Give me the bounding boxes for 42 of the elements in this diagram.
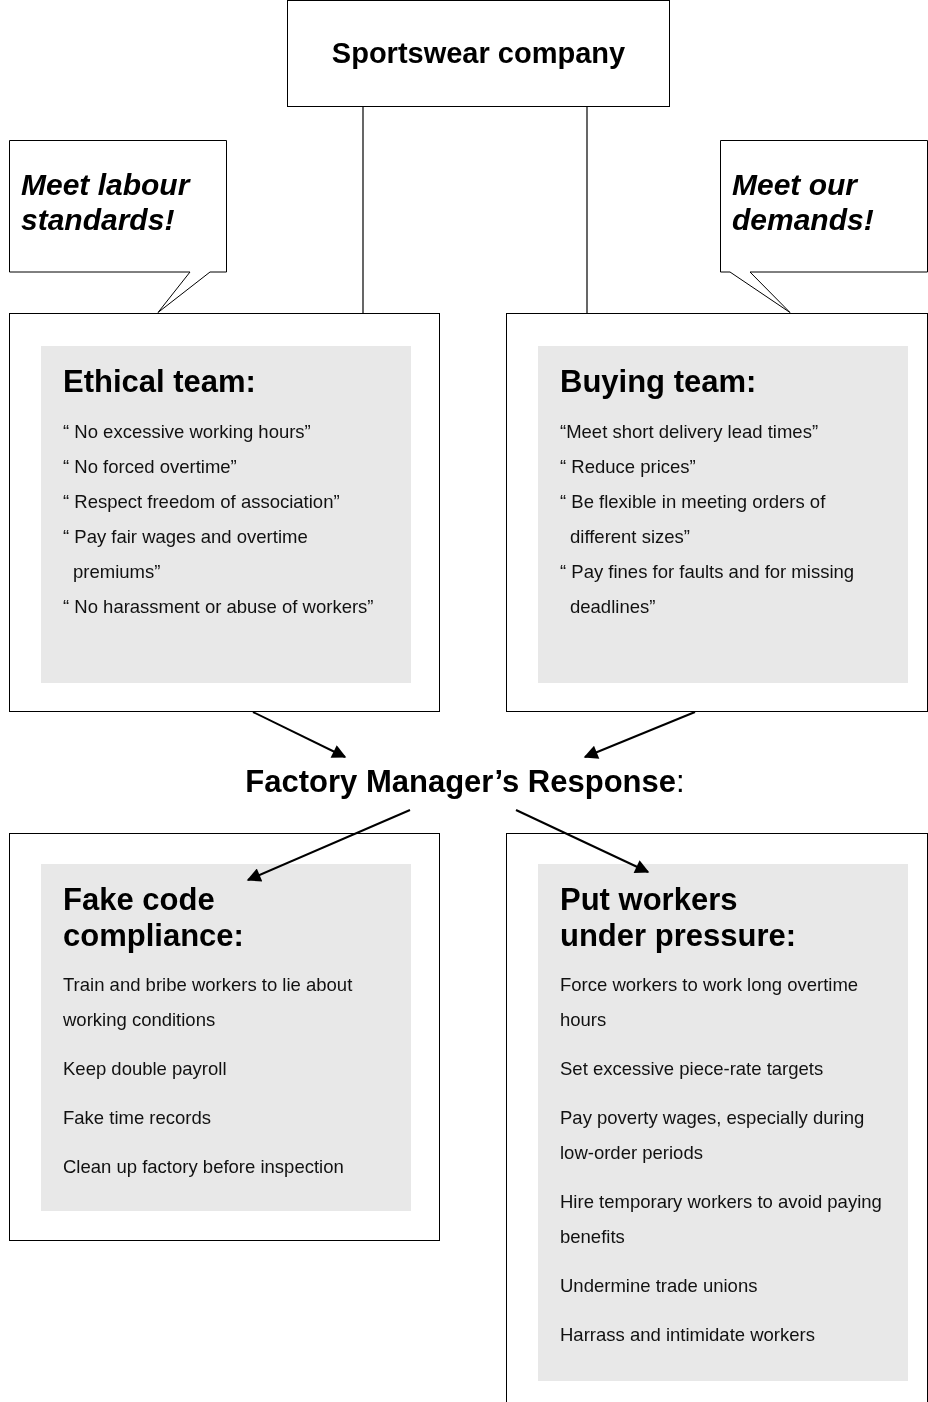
heading-text: Factory Manager’s Response: [245, 762, 685, 801]
list-item: Undermine trade unions [560, 1274, 759, 1299]
panel-heading: Fake code compliance: [63, 882, 245, 954]
list-item: Train and bribe workers to lie about working conditions [63, 973, 354, 1033]
panel-heading: Buying team: [560, 364, 758, 400]
frame-box [9, 313, 440, 712]
frame-box [506, 313, 928, 712]
list-item: “ No harassment or abuse of workers” [63, 594, 375, 619]
connector-line [362, 106, 364, 314]
frame-box [9, 833, 440, 1241]
list-item: Harrass and intimidate workers [560, 1323, 816, 1348]
box-title: Sportswear company [331, 35, 626, 71]
title-box [287, 0, 670, 107]
list-item: “ Be flexible in meeting orders of different sizes” [560, 489, 827, 549]
list-item: “ No forced overtime” [63, 454, 238, 479]
list-item: “ Pay fines for faults and for missing deadlines” [560, 559, 856, 619]
list-item: Keep double payroll [63, 1057, 228, 1082]
frame-box [506, 833, 928, 1402]
bubble-text: Meet our demands! [732, 168, 875, 237]
arrow [515, 809, 650, 873]
speech-bubble [9, 140, 227, 313]
arrow [252, 711, 347, 758]
panel-heading: Put workers under pressure: [560, 882, 797, 954]
panel-heading: Ethical team: [63, 364, 257, 400]
list-item: “ Respect freedom of association” [63, 489, 341, 514]
list-item: “Meet short delivery lead times” [560, 419, 820, 444]
list-item: “ No excessive working hours” [63, 419, 312, 444]
arrow [583, 711, 696, 759]
text-panel [538, 864, 908, 1381]
list-item: Hire temporary workers to avoid paying benefits [560, 1190, 883, 1250]
bubble-text: Meet labour standards! [21, 168, 192, 237]
list-item: Force workers to work long overtime hours [560, 973, 860, 1033]
arrow [246, 809, 411, 882]
list-item: Set excessive piece-rate targets [560, 1057, 825, 1082]
connector-line [586, 106, 588, 314]
list-item: Fake time records [63, 1106, 213, 1131]
list-item: Pay poverty wages, especially during low-order periods [560, 1106, 866, 1166]
list-item: “ Reduce prices” [560, 454, 697, 479]
list-item: “ Pay fair wages and overtime premiums” [63, 524, 309, 584]
list-item: Clean up factory before inspection [63, 1155, 345, 1180]
speech-bubble [720, 140, 928, 313]
text-panel [41, 864, 411, 1211]
